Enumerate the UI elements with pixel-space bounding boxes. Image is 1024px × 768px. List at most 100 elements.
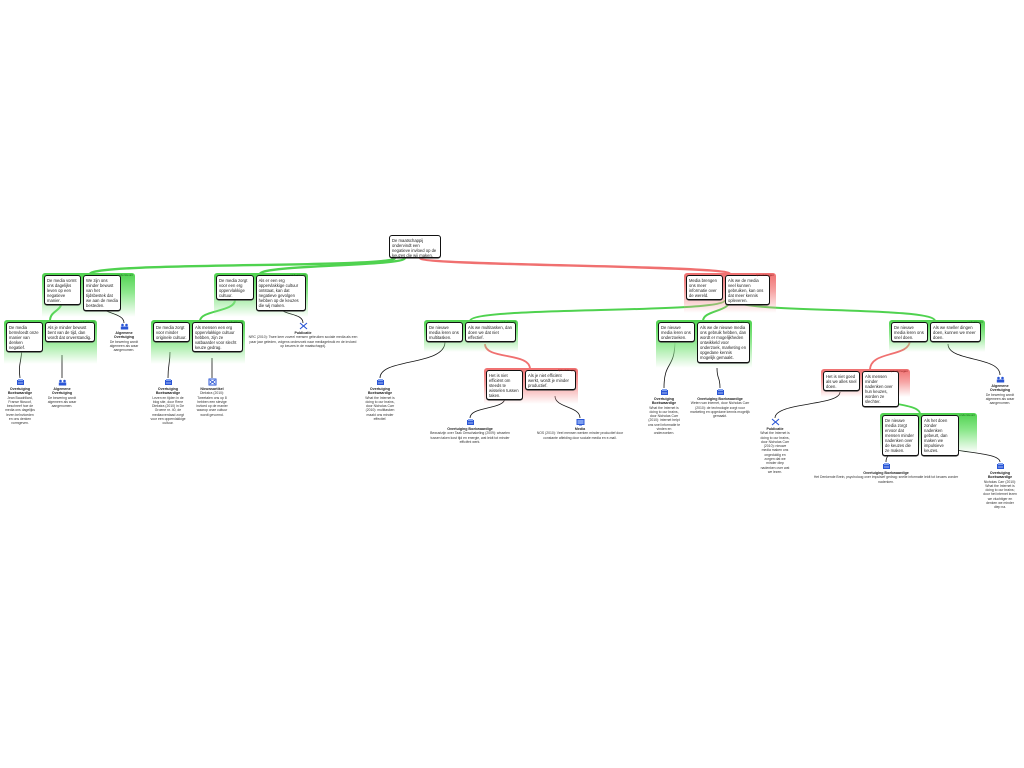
support-group: De nieuwe media leren ons multitasken.Al… <box>424 320 518 352</box>
evidence-text: Lezen en tijden in de blog site, door Re… <box>150 395 186 426</box>
evidence-text: Nicholas Carr (2010): What the Internet … <box>983 479 1017 510</box>
claim-box[interactable]: De nieuwe media zorgt ervoor dat mensen … <box>882 415 919 456</box>
co-premise-box[interactable]: Als we de media veel kunnen gebruiken, k… <box>725 275 770 306</box>
evidence-type: Overtuiging Boekwaardige <box>7 387 33 396</box>
relation-label: ondersteunt <box>227 320 243 324</box>
claim-box[interactable]: Het is niet efficiënt om steeds te wisse… <box>486 370 523 401</box>
evidence-connector <box>716 367 721 389</box>
claim-box[interactable]: Het is niet goed als we alles snel doen. <box>823 371 860 392</box>
relation-label: ondersteunt <box>500 320 516 324</box>
oppose-group: Het is niet efficiënt om steeds te wisse… <box>484 368 578 404</box>
evidence-type: Overtuiging Boekwaardige <box>367 387 393 396</box>
evidence-type: Algemene Overtuiging <box>989 384 1011 393</box>
media-icon <box>576 419 584 426</box>
evidence-type: Publicatie <box>294 331 312 335</box>
evidence-type: Overtuiging Boekwaardige <box>863 471 909 475</box>
co-premise-box[interactable]: Als je minder bewust bent van de tijd, d… <box>44 322 95 343</box>
co-premise-box[interactable]: Als mensen een erg oppervlakkige cultuur… <box>192 322 243 353</box>
co-premise-box[interactable]: Als mensen minder nadenken over hun keuz… <box>862 371 899 407</box>
evidence-type: Overtuiging Boekwaardige <box>447 427 493 431</box>
book-icon <box>466 419 474 425</box>
evidence-text: What the Internet is doing to our brains… <box>647 405 681 436</box>
claim-box[interactable]: De nieuwe media leren ons onderzoeken. <box>658 322 695 343</box>
co-premise-box[interactable]: Als we sneller dingen doen, kunnen we me… <box>930 322 981 343</box>
evidence-text: De bewering wordt algemeen als waar aang… <box>109 339 139 353</box>
evidence-text: De bewering wordt algemeen als waar aang… <box>985 392 1015 406</box>
support-group: De media vormt ons dagelijks leven op ee… <box>42 273 135 317</box>
book-icon <box>660 389 668 395</box>
co-premise-box[interactable]: Als we multitasken, dan doen we dat niet… <box>465 322 516 343</box>
publication-icon <box>299 322 307 330</box>
evidence-type: Overtuiging Boekwaardige <box>651 397 677 406</box>
co-premise-box[interactable]: Als er een erg oppervlakkige cultuur ont… <box>255 275 306 311</box>
evidence-type: Algemene Overtuiging <box>51 387 73 396</box>
evidence-text: De bewering wordt algemeen als waar aang… <box>47 395 77 409</box>
evidence-type: Algemene Overtuiging <box>113 331 135 340</box>
claim-box[interactable]: De media zorgt voor minder originele cul… <box>153 322 190 343</box>
evidence-text: What the Internet is doing to our brains… <box>760 431 790 474</box>
evidence-text: Jean Baudrillard, Franse filosoof, besch… <box>5 395 35 426</box>
evidence-text: NOS (2010): Veel mensen werken minder pr… <box>536 431 624 440</box>
evidence-text: Weten van internet, door Nicholas Carr (… <box>690 401 750 419</box>
people-icon <box>996 376 1004 383</box>
oppose-group: Media brengen ons meer informatie over d… <box>684 273 776 313</box>
support-group: De media zorgt voor minder originele cul… <box>151 320 245 364</box>
co-premise-box[interactable]: Als we de nieuwe media ons gebruik hebbe… <box>697 322 750 363</box>
people-icon <box>120 323 128 330</box>
evidence-type: Overtuiging Boekwaardige <box>155 387 181 396</box>
co-premise-box[interactable]: We zijn ons minder bewust van het tijdsb… <box>83 275 121 311</box>
people-icon <box>58 379 66 386</box>
oppose-group: Het is niet goed als we alles snel doen.… <box>821 369 910 407</box>
book-icon <box>376 379 384 385</box>
relation-label: ondersteunt <box>117 273 133 277</box>
claim-box[interactable]: De nieuwe media leren ons multitasken. <box>426 322 463 343</box>
book-icon <box>164 379 172 385</box>
support-group: De nieuwe media leren ons onderzoeken.Al… <box>656 320 752 368</box>
claim-box[interactable]: De nieuwe media leren ons snel doen. <box>891 322 928 343</box>
claim-box[interactable]: De media beïnvloedt onze manier van denk… <box>6 322 43 353</box>
relation-label: ondersteunt <box>290 273 306 277</box>
book-icon <box>882 463 890 469</box>
book-icon <box>16 379 24 385</box>
support-group: De media beïnvloedt onze manier van denk… <box>4 320 97 364</box>
co-premise-box[interactable]: Als je niet efficiënt werkt, wordt je mi… <box>525 370 576 391</box>
evidence-text: NRC (2010): Twee keer zoveel mensen gebr… <box>248 335 358 348</box>
claim-box[interactable]: Media brengen ons meer informatie over d… <box>686 275 723 301</box>
evidence-text: Diekstra (2010): Tweetalen ons op 8 hebb… <box>196 391 228 417</box>
relation-label: ondersteunt <box>959 413 975 417</box>
book-icon <box>716 389 724 395</box>
evidence-type: Publicatie <box>766 427 784 431</box>
news-icon <box>208 378 216 386</box>
support-group: De nieuwe media zorgt ervoor dat mensen … <box>880 413 977 456</box>
book-icon <box>996 463 1004 469</box>
relation-label: spreekt tegen <box>755 273 774 277</box>
evidence-text: Het Denkende Brein, psycholoog over impu… <box>813 475 959 484</box>
oppose-connector <box>418 256 732 276</box>
evidence-type: Nieuwsartikel <box>200 387 224 391</box>
relation-label: ondersteunt <box>967 320 983 324</box>
claim-box[interactable]: De media zorgt voor een erg oppervlakkig… <box>216 275 254 301</box>
co-premise-box[interactable]: Als het doen zonder nadenken gebeurt, da… <box>921 415 959 456</box>
root-claim[interactable]: De maatschappij ondervindt een negatieve… <box>389 235 441 258</box>
publication-icon <box>771 418 779 426</box>
relation-label: spreekt tegen <box>889 369 908 373</box>
evidence-text: What the Internet is doing to our brains… <box>365 395 395 422</box>
support-group: De nieuwe media leren ons snel doen.Als … <box>889 320 985 352</box>
claim-box[interactable]: De media vormt ons dagelijks leven op ee… <box>44 275 81 306</box>
evidence-type: Overtuiging Boekwaardige <box>987 471 1013 480</box>
